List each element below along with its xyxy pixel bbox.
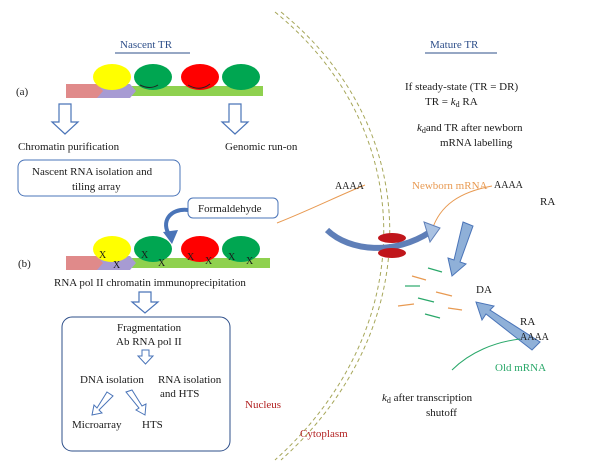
ab-rna-pol2-label: Ab RNA pol II [116,336,182,348]
promoter-pink-a [66,84,104,98]
poly-a-newborn: AAAA [494,180,524,191]
shutoff-line2: shutoff [426,407,457,419]
cytoplasm-label: Cytoplasm [300,428,348,440]
crosslink-x-5: X [187,252,195,263]
arrow-to-microarray [91,391,114,416]
ra-label-bottom: RA [520,316,535,328]
microarray-label: Microarray [72,419,122,431]
nuclear-pore-bottom [378,248,406,258]
dna-isolation-label: DNA isolation [80,374,144,386]
steady-state-line2: TR = kd RA [425,96,478,109]
nuclear-envelope-inner [280,11,391,461]
rna-isolation-line1: RNA isolation [158,374,222,386]
pol2-red-b [181,236,219,262]
poly-a-old: AAAA [520,332,550,343]
crosslink-x-4: X [158,258,166,269]
kd-tr-line2: mRNA labelling [440,137,513,149]
arrow-down-fragmentation [130,291,160,314]
nascent-box-line2: tiling array [72,181,121,193]
header-mature: Mature TR [430,39,479,51]
arrow-old-to-da [475,301,541,351]
old-mrna-curve [451,338,521,371]
export-arrow [324,221,441,251]
hts-label: HTS [142,419,163,431]
genomic-run-on-label: Genomic run-on [225,141,298,153]
pol2-green-a [134,64,172,90]
nascent-box-line1: Nascent RNA isolation and [32,166,153,178]
newborn-mrna-label: Newborn mRNA [412,180,488,192]
label-a: (a) [16,86,29,98]
nascent-rna-2 [187,83,211,89]
nascent-rna-1 [139,84,159,88]
newborn-mrna-cyto [431,185,493,231]
crosslink-x-2: X [113,260,121,271]
crosslink-x-7: X [228,252,236,263]
da-label: DA [476,284,492,296]
crosslink-x-8: X [246,256,254,267]
pol2-green2-a [222,64,260,90]
ra-label-top: RA [540,196,555,208]
fragmentation-label: Fragmentation [117,322,182,334]
poly-a-nuclear: AAAA [335,181,365,192]
newborn-mrna-nuclear [276,184,366,224]
steady-state-line1: If steady-state (TR = DR) [405,81,518,93]
arrow-down-chromatin [50,103,80,135]
rna-isolation-line2: and HTS [160,388,199,400]
header-nascent: Nascent TR [120,39,173,51]
pol2-red-a [181,64,219,90]
chip-workflow-box [61,316,231,452]
shutoff-line1: kd after transcription [382,392,473,405]
arrow-to-hts [125,389,147,416]
promoter-pink-b [66,256,104,270]
crosslink-x-3: X [141,250,149,261]
arrow-to-da [447,221,474,277]
label-b: (b) [18,258,31,270]
formaldehyde-label: Formaldehyde [198,203,262,215]
kd-tr-line1: kdand TR after newborn [417,122,523,135]
nascent-rna-box [17,159,181,197]
dna-strand-b [130,258,270,268]
old-mrna-label: Old mRNA [495,362,546,374]
crosslink-x-6: X [205,256,213,267]
ip-label: RNA pol II chromatin immunoprecipitation [54,277,246,289]
pol2-green2-b [222,236,260,262]
nuclear-pore-top [378,233,406,243]
arrow-down-runon [220,103,250,135]
formaldehyde-curved-arrow [163,207,189,244]
crosslink-x-1: X [99,250,107,261]
nucleus-label: Nucleus [245,399,281,411]
arrow-down-inner [136,349,155,365]
degraded-fragments [397,267,463,319]
pol2-yellow-b [93,236,131,262]
nuclear-envelope-outer [274,11,385,461]
pol2-yellow-a [93,64,131,90]
pol2-green-b [134,236,172,262]
dna-strand-a [130,86,263,96]
chromatin-purification-label: Chromatin purification [18,141,120,153]
